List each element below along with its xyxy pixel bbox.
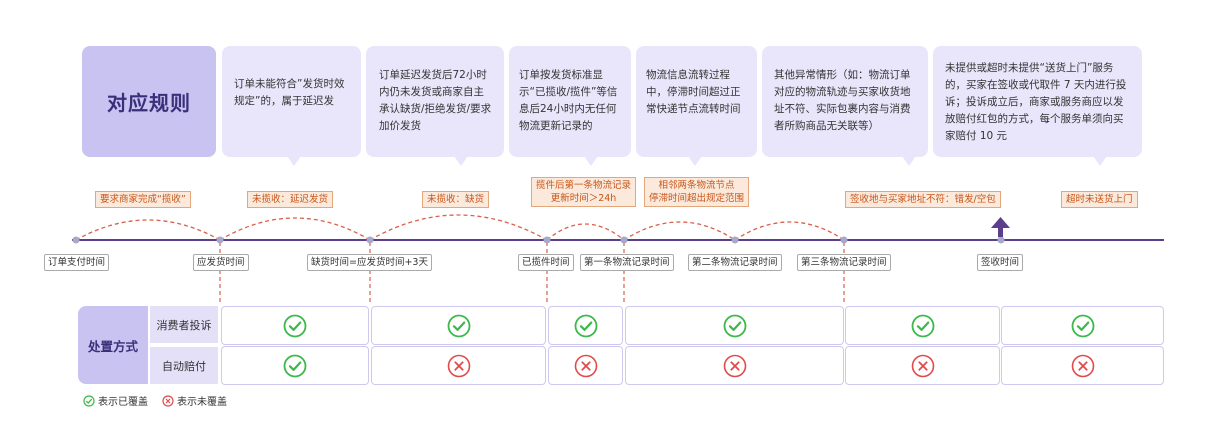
check-icon	[1071, 314, 1095, 338]
handling-header: 处置方式	[78, 306, 148, 384]
phase-arc	[369, 214, 548, 241]
coverage-cell	[625, 346, 844, 385]
coverage-cell	[1001, 346, 1164, 385]
cross-icon	[911, 354, 935, 378]
timeline-node	[366, 236, 374, 244]
tag-no-home-delivery: 超时未送货上门	[1061, 191, 1138, 208]
check-icon	[574, 314, 598, 338]
check-icon	[283, 354, 307, 378]
tag-delay-shipping: 未揽收：延迟发货	[247, 191, 334, 208]
time-label-picked-up: 已揽件时间	[518, 254, 574, 271]
timeline-node	[731, 236, 739, 244]
bubble-anomaly-rule: 其他异常情形（如：物流订单对应的物流轨迹与买家收货地址不符、实际包裹内容与消费者…	[762, 46, 928, 166]
tag-out-of-stock: 未揽收：缺货	[422, 191, 490, 208]
phase-arc	[623, 221, 736, 241]
cross-icon	[1071, 354, 1095, 378]
check-icon	[283, 314, 307, 338]
coverage-cell	[221, 306, 369, 345]
bubble-stockout-rule: 订单延迟发货后72小时内仍未发货或商家自主承认缺货/拒绝发货/要求加价发货	[366, 46, 504, 166]
tag-first-record-late: 揽件后第一条物流记录 更新时间＞24h	[531, 177, 637, 207]
time-label-payment: 订单支付时间	[44, 254, 110, 271]
time-label-ship-due: 应发货时间	[193, 254, 249, 271]
row-label-complaint: 消费者投诉	[150, 306, 218, 343]
row-label-auto-compensation: 自动赔付	[150, 347, 218, 384]
legend-not-covered: 表示未覆盖	[162, 393, 227, 408]
bubble-delivery-rule: 未提供或超时未提供“送货上门”服务的，买家在签收或代取件 7 天内进行投诉；投诉…	[933, 46, 1142, 166]
check-icon	[911, 314, 935, 338]
phase-arc	[219, 217, 371, 241]
time-label-second-record: 第二条物流记录时间	[688, 254, 782, 271]
bubble-text: 物流信息流转过程中，停滞时间超过正常快递节点流转时间	[646, 69, 741, 115]
timeline-node	[620, 236, 628, 244]
tag-wrong-address: 签收地与买家地址不符：错发/空包	[845, 191, 1001, 208]
coverage-cell	[845, 306, 1000, 345]
time-label-signed: 签收时间	[977, 254, 1024, 271]
timeline-node	[216, 236, 224, 244]
check-icon	[723, 314, 747, 338]
coverage-cell	[845, 346, 1000, 385]
legend-covered-label: 表示已覆盖	[98, 397, 148, 408]
bubble-text: 订单按发货标准显示“已揽收/揽件”等信息后24小时内无任何物流更新记录的	[519, 69, 618, 132]
cross-icon	[447, 354, 471, 378]
bubble-text: 其他异常情形（如：物流订单对应的物流轨迹与买家收货地址不符、实际包裹内容与消费者…	[774, 69, 911, 132]
time-label-third-record: 第三条物流记录时间	[797, 254, 891, 271]
bubble-no-update-rule: 订单按发货标准显示“已揽收/揽件”等信息后24小时内无任何物流更新记录的	[509, 46, 631, 166]
phase-arc	[546, 223, 625, 241]
timeline-node	[72, 236, 80, 244]
bubble-text: 订单延迟发货后72小时内仍未发货或商家自主承认缺货/拒绝发货/要求加价发货	[379, 69, 492, 132]
legend-not-covered-label: 表示未覆盖	[177, 397, 227, 408]
check-icon	[447, 314, 471, 338]
time-label-stockout: 缺货时间=应发货时间+3天	[307, 254, 432, 271]
coverage-cell	[625, 306, 844, 345]
cross-icon	[723, 354, 747, 378]
timeline-node	[543, 236, 551, 244]
tag-require-pickup: 要求商家完成“揽收”	[95, 191, 191, 208]
bubble-text: 未提供或超时未提供“送货上门”服务的，买家在签收或代取件 7 天内进行投诉；投诉…	[945, 62, 1127, 142]
coverage-cell	[221, 346, 369, 385]
bubble-delay-rule: 订单未能符合”发货时效规定”的，属于延迟发	[222, 46, 361, 166]
cross-icon	[574, 354, 598, 378]
phase-arc	[734, 221, 845, 241]
coverage-cell	[548, 346, 623, 385]
timeline-node	[997, 236, 1005, 244]
time-label-first-record: 第一条物流记录时间	[580, 254, 674, 271]
coverage-cell	[1001, 306, 1164, 345]
timeline-node	[840, 236, 848, 244]
phase-arc	[75, 219, 221, 241]
coverage-cell	[548, 306, 623, 345]
arrow-up-icon	[991, 217, 1010, 237]
check-icon	[83, 394, 95, 407]
tag-stall-exceeded: 相邻两条物流节点 停滞时间超出规定范围	[644, 177, 750, 207]
coverage-cell	[371, 346, 546, 385]
cross-icon	[162, 394, 174, 407]
rules-title: 对应规则	[82, 46, 216, 157]
legend-covered: 表示已覆盖	[83, 393, 148, 408]
bubble-text: 订单未能符合”发货时效规定”的，属于延迟发	[234, 78, 345, 107]
coverage-cell	[371, 306, 546, 345]
bubble-stall-rule: 物流信息流转过程中，停滞时间超过正常快递节点流转时间	[636, 46, 757, 166]
